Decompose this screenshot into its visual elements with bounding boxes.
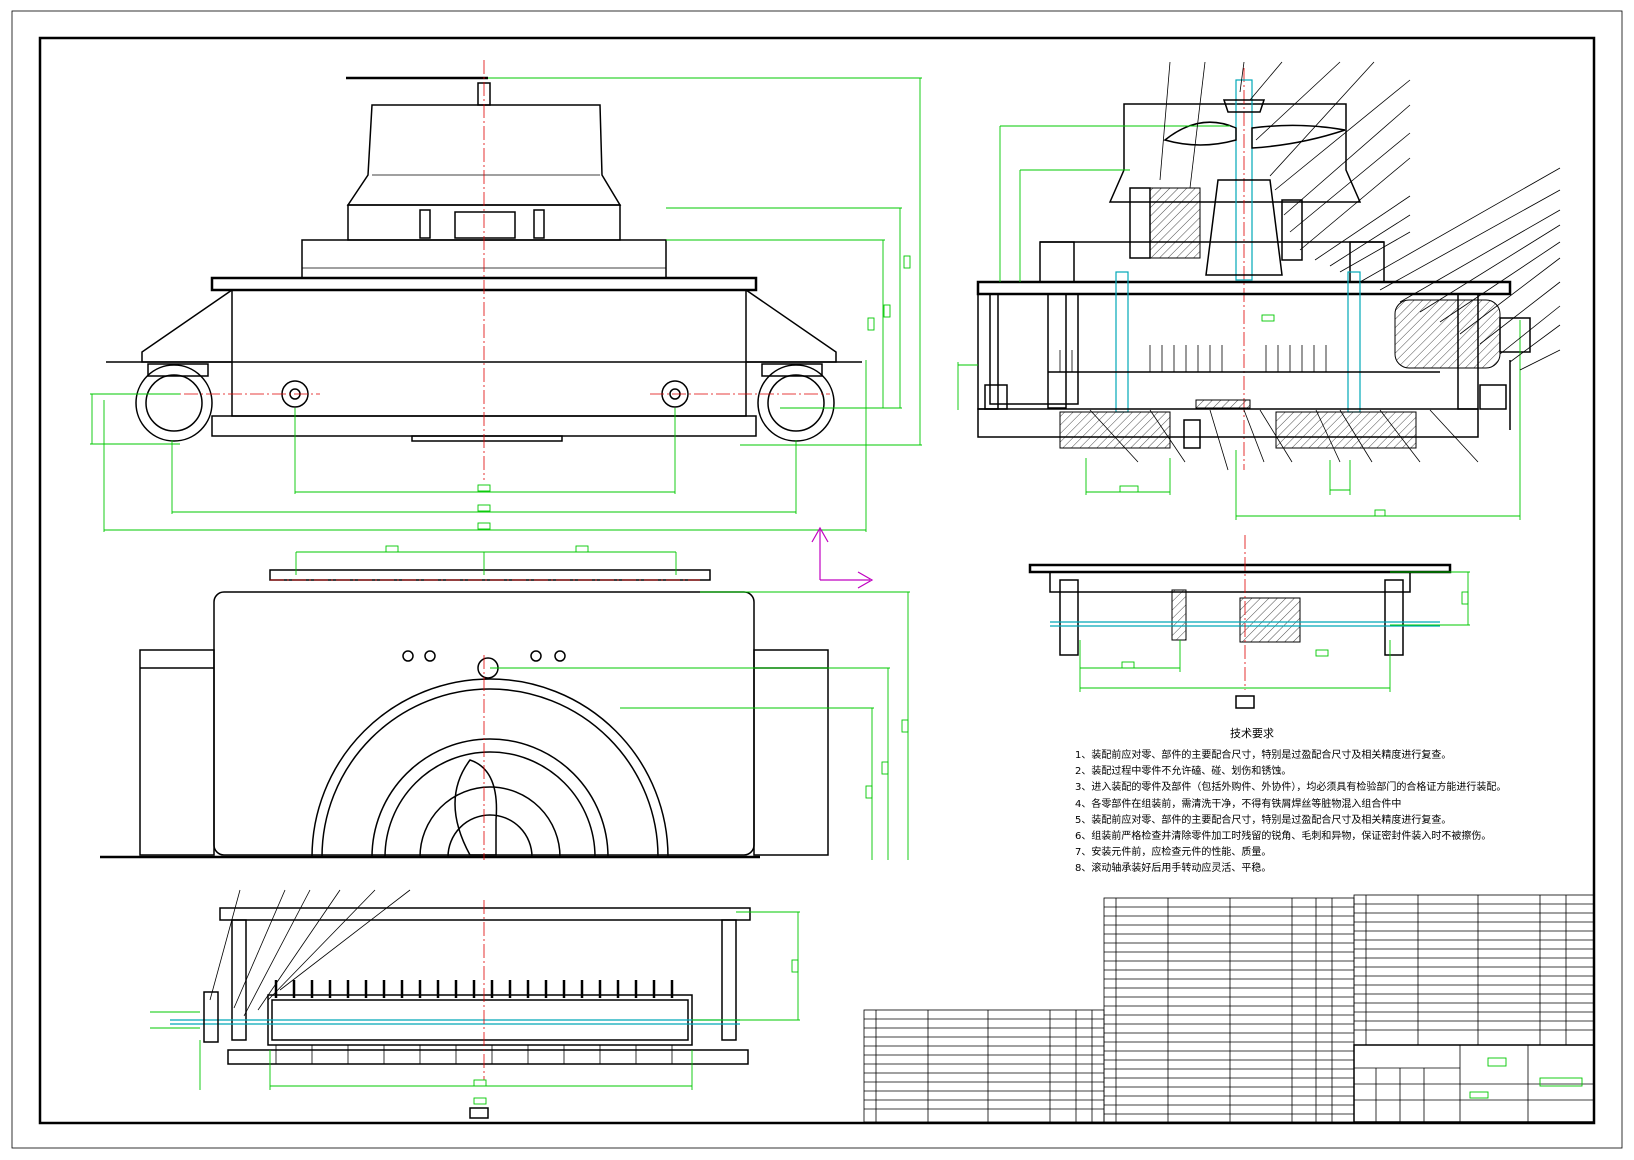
requirement-item: 5、装配前应对零、部件的主要配合尺寸，特别是过盈配合尺寸及相关精度进行复查。 [1075,814,1452,826]
requirement-item: 3、进入装配的零件及部件（包括外购件、外协件），均必须具有检验部门的合格证方能进… [1075,782,1507,794]
technical-requirements-title: 技术要求 [1230,727,1274,740]
front-view [90,60,922,532]
bottom-view [150,889,800,1119]
side-view [100,545,910,860]
requirement-item: 7、安装元件前，应检查元件的性能、质量。 [1075,847,1272,859]
requirement-item: 1、装配前应对零、部件的主要配合尺寸，特别是过盈配合尺寸及相关精度进行复查。 [1075,750,1452,761]
technical-requirements-list: 1、装配前应对零、部件的主要配合尺寸，特别是过盈配合尺寸及相关精度进行复查。 2… [1075,748,1506,878]
parts-list-table [863,894,1595,1123]
drawing-frame [11,10,1623,1149]
section-view [957,61,1561,520]
requirement-item: 4、各零部件在组装前，需清洗干净，不得有铁屑焊丝等脏物混入组合件中 [1075,798,1402,810]
requirement-item: 6、组装前严格检查并清除零件加工时残留的锐角、毛刺和异物，保证密封件装入时不被擦… [1075,831,1492,843]
requirement-item: 8、滚动轴承装好后用手转动应灵活、平稳。 [1075,863,1272,875]
detail-view [1028,535,1470,709]
requirement-item: 2、装配过程中零件不允许磕、碰、划伤和锈蚀。 [1075,766,1292,778]
ucs-icon [811,526,874,589]
